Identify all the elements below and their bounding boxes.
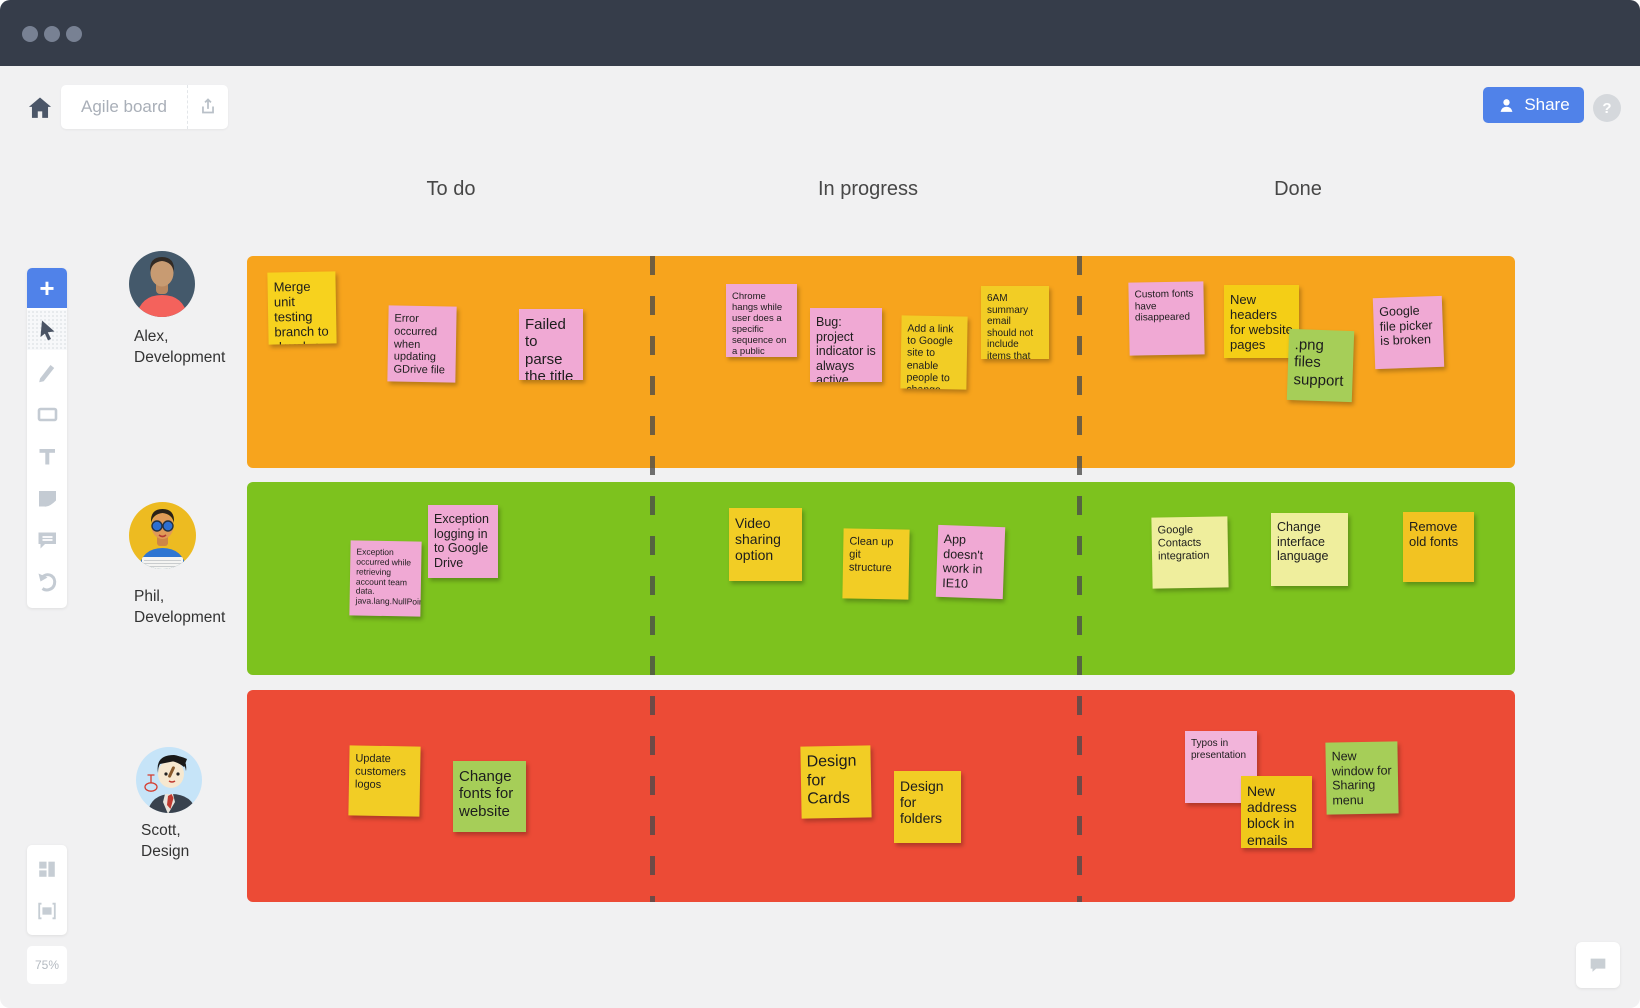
sticky-note-icon: [39, 491, 56, 507]
sticky-note[interactable]: Google file picker is broken: [1372, 295, 1445, 370]
comment-icon: [38, 532, 56, 549]
sticky-note[interactable]: Exception logging in to Google Drive: [428, 505, 498, 578]
comment-tool[interactable]: [27, 520, 67, 560]
board-title[interactable]: Agile board: [61, 85, 189, 129]
text-icon: [39, 449, 55, 465]
window-control-dot[interactable]: [22, 26, 38, 42]
text-tool[interactable]: [27, 436, 67, 476]
frames-icon: [39, 861, 55, 877]
toolbar: +: [27, 268, 67, 608]
avatar-phil[interactable]: [128, 501, 197, 575]
shape-tool[interactable]: [27, 394, 67, 434]
sticky-note[interactable]: Add a link to Google site to enable peop…: [900, 315, 968, 390]
window-control-dot[interactable]: [44, 26, 60, 42]
lane-member-alex: Alex, Development: [134, 328, 226, 366]
avatar-alex[interactable]: [128, 250, 196, 323]
sticky-note[interactable]: Exception occurred while retrieving acco…: [349, 540, 422, 617]
board-title-group: Agile board: [61, 85, 229, 129]
sticky-note[interactable]: Design for Cards: [800, 745, 872, 819]
lane-member-phil: Phil, Development: [134, 588, 226, 626]
share-person-icon: [1500, 98, 1513, 112]
share-button[interactable]: Share: [1483, 87, 1584, 123]
sticky-note[interactable]: Change interface language: [1271, 513, 1348, 586]
cursor-icon: [40, 320, 55, 341]
add-button[interactable]: +: [27, 268, 67, 308]
view-panel: [27, 845, 67, 935]
sticky-note[interactable]: New headers for website pages: [1224, 285, 1299, 358]
sticky-note[interactable]: Bug: project indicator is always active: [810, 308, 882, 382]
frames-button[interactable]: [27, 852, 67, 886]
screen-share-button[interactable]: [27, 894, 67, 928]
window-titlebar: [0, 0, 1640, 66]
home-icon: [28, 97, 52, 118]
sticky-note[interactable]: App doesn't work in IE10: [935, 524, 1006, 600]
column-divider: [1077, 256, 1082, 902]
export-icon: [202, 98, 214, 114]
column-header: In progress: [817, 178, 919, 200]
plus-icon: +: [39, 273, 55, 303]
chat-icon: [1590, 958, 1606, 972]
sticky-note[interactable]: Design for folders: [894, 771, 961, 843]
sticky-note[interactable]: New window for Sharing menu: [1325, 741, 1399, 815]
sticky-note[interactable]: New address block in emails: [1241, 776, 1312, 848]
sticky-note-tool[interactable]: [27, 478, 67, 518]
help-button[interactable]: ?: [1593, 94, 1621, 122]
rectangle-icon: [37, 407, 58, 422]
sticky-note[interactable]: .png files support: [1286, 328, 1355, 403]
sticky-note[interactable]: Change fonts for website: [453, 761, 526, 832]
comments-button[interactable]: [1576, 942, 1620, 988]
sticky-note[interactable]: Chrome hangs while user does a specific …: [726, 284, 797, 357]
avatar-scott[interactable]: [135, 746, 203, 819]
screen-share-icon: [38, 903, 56, 920]
column-divider: [650, 256, 655, 902]
sticky-note[interactable]: Remove old fonts: [1403, 512, 1474, 582]
sticky-note[interactable]: Update customers logos: [348, 745, 421, 817]
lane-member-scott: Scott, Design: [141, 822, 190, 860]
sticky-note[interactable]: Custom fonts have disappeared: [1128, 281, 1205, 356]
sticky-note[interactable]: Error occurred when updating GDrive file: [387, 305, 457, 383]
sticky-note[interactable]: Merge unit testing branch to develop: [267, 271, 337, 345]
sticky-note[interactable]: Failed to parse the title: [519, 309, 583, 380]
share-label: Share: [1524, 95, 1570, 114]
zoom-level[interactable]: 75%: [27, 946, 67, 984]
export-button[interactable]: [188, 85, 228, 129]
swimlane[interactable]: [247, 690, 1515, 902]
draw-tool[interactable]: [27, 352, 67, 392]
home-button[interactable]: [26, 94, 54, 122]
sticky-note[interactable]: Video sharing option: [729, 508, 802, 581]
undo-icon: [38, 573, 57, 592]
window-control-dot[interactable]: [66, 26, 82, 42]
sticky-note[interactable]: 6AM summary email should not include ite…: [981, 286, 1049, 359]
column-header: Done: [1274, 178, 1322, 200]
select-tool[interactable]: [27, 310, 67, 350]
column-header: To do: [426, 178, 476, 200]
undo-tool[interactable]: [27, 562, 67, 602]
sticky-note[interactable]: Clean up git structure: [842, 528, 910, 600]
pencil-icon: [39, 365, 55, 383]
sticky-note[interactable]: Google Contacts integration: [1151, 516, 1229, 589]
